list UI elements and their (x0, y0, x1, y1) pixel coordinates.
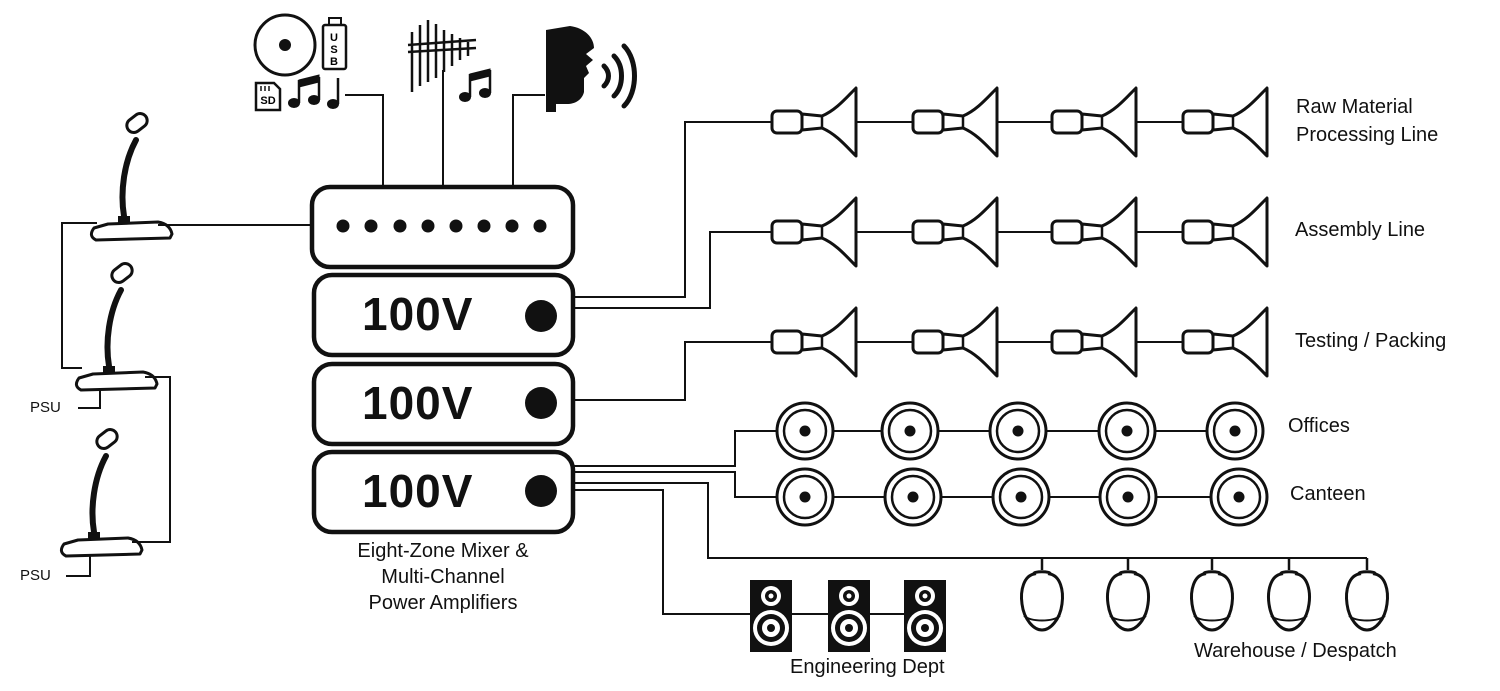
horn-speaker-icon (911, 306, 999, 378)
zone-raw-material-line-2: Processing Line (1296, 124, 1439, 146)
ceiling-speaker-icon (1205, 401, 1265, 461)
horn-speaker-icon (770, 86, 858, 158)
box-speaker-icon (750, 580, 792, 652)
music-notes-icon (459, 68, 492, 102)
horn-speaker-icon (911, 86, 999, 158)
horn-speaker-icon (1181, 86, 1269, 158)
music-notes-icon (288, 74, 340, 109)
psu-label-2: PSU (20, 567, 51, 584)
amplifier-2-label: 100V (362, 377, 474, 429)
desk-microphone-icon (91, 111, 172, 240)
zone-warehouse-label: Warehouse / Despatch (1194, 640, 1397, 662)
zone-assembly-label: Assembly Line (1295, 219, 1426, 241)
warehouse-pendant-speakers (1020, 556, 1389, 632)
box-speaker-icon (904, 580, 946, 652)
sd-label: SD (260, 95, 275, 107)
mixer-caption: Eight-Zone Mixer & Multi-Channel Power A… (318, 538, 568, 616)
chime-icon (407, 20, 477, 92)
amplifier-1-label: 100V (362, 288, 474, 340)
desk-microphone-icon (76, 261, 157, 390)
zone-offices-label: Offices (1288, 415, 1350, 437)
usb-icon (321, 17, 348, 71)
mixer-unit (309, 184, 576, 270)
horn-speaker-icon (770, 196, 858, 268)
horn-speaker-icon (1181, 306, 1269, 378)
ceiling-speaker-icon (991, 467, 1051, 527)
cd-icon (253, 13, 317, 77)
engineering-box-speakers (750, 580, 946, 652)
sd-card-icon (254, 81, 282, 112)
amplifier-3-label: 100V (362, 465, 474, 517)
speaking-head-icon (546, 26, 637, 112)
zone-testing-label: Testing / Packing (1295, 330, 1447, 352)
ceiling-speaker-icon (883, 467, 943, 527)
ceiling-speaker-icon (1098, 467, 1158, 527)
horn-speaker-icon (911, 196, 999, 268)
pendant-speaker-icon (1106, 556, 1150, 632)
amplifier-2 (311, 361, 576, 447)
ceiling-speaker-icon (775, 467, 835, 527)
psu-label-1: PSU (30, 399, 61, 416)
ceiling-speaker-icon (988, 401, 1048, 461)
source-cables (345, 70, 545, 187)
zone-raw-material-label: Raw Material Processing Line (1296, 93, 1438, 149)
horn-speaker-icon (1181, 196, 1269, 268)
zone-canteen-label: Canteen (1290, 483, 1366, 505)
horn-speaker-icon (770, 306, 858, 378)
amplifier-1 (311, 272, 576, 358)
mixer-caption-line-1: Eight-Zone Mixer & (357, 540, 529, 562)
pendant-speaker-icon (1267, 556, 1311, 632)
horn-cables (573, 121, 1183, 401)
pendant-speaker-icon (1190, 556, 1234, 632)
desk-microphone-icon (61, 427, 142, 556)
amplifier-3 (311, 449, 576, 535)
ceiling-speaker-icon (1097, 401, 1157, 461)
zone-raw-material-line-1: Raw Material (1296, 96, 1413, 118)
ceiling-speaker-icon (1209, 467, 1269, 527)
horn-speaker-icon (1050, 86, 1138, 158)
mixer-caption-line-3: Power Amplifiers (368, 592, 518, 614)
box-speaker-icon (828, 580, 870, 652)
horn-speaker-icon (1050, 196, 1138, 268)
ceiling-speaker-icon (880, 401, 940, 461)
pendant-speaker-icon (1020, 556, 1064, 632)
pendant-speaker-icon (1345, 556, 1389, 632)
zone-engineering-label: Engineering Dept (790, 656, 945, 678)
mixer-caption-line-2: Multi-Channel (381, 566, 505, 588)
horn-speaker-icon (1050, 306, 1138, 378)
microphone-cables (61, 222, 312, 577)
ceiling-speaker-icon (775, 401, 835, 461)
